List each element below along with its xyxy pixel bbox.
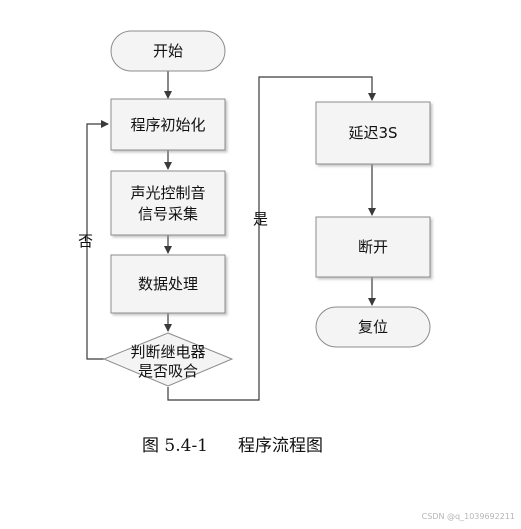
node-reset: 复位: [315, 306, 431, 348]
process-label: 数据处理: [138, 275, 198, 293]
acquire-process-box: [110, 170, 226, 236]
disconnect-process-box: [315, 216, 431, 278]
node-acquire: 声光控制音 信号采集: [110, 170, 226, 236]
delay-process-box: [315, 101, 431, 165]
edge-label-yes: 是: [253, 210, 268, 228]
node-init: 程序初始化: [110, 98, 226, 151]
node-delay: 延迟3S: [315, 101, 431, 165]
decision-label-line2: 是否吸合: [138, 362, 198, 380]
edge-label-no: 否: [78, 232, 93, 250]
reset-label: 复位: [358, 318, 388, 336]
node-disconnect: 断开: [315, 216, 431, 278]
init-process-box: [110, 98, 226, 151]
edge-decision-no-loop: [86, 120, 109, 360]
start-label: 开始: [153, 42, 183, 60]
node-process: 数据处理: [110, 254, 226, 314]
node-start: 开始: [110, 30, 226, 72]
acquire-label-line2: 信号采集: [138, 205, 198, 223]
watermark: CSDN @q_1039692211: [422, 512, 515, 521]
start-terminal-shape: [110, 30, 226, 72]
edge-decision-yes: [167, 76, 376, 401]
figure-number: 图 5.4-1: [142, 436, 208, 456]
figure-title: 程序流程图: [238, 436, 323, 456]
process-box: [110, 254, 226, 314]
disconnect-label: 断开: [358, 238, 388, 256]
init-label: 程序初始化: [130, 116, 205, 134]
acquire-label-line1: 声光控制音: [130, 184, 205, 202]
decision-diamond: [102, 332, 234, 387]
reset-terminal-shape: [315, 306, 431, 348]
node-decision: 判断继电器 是否吸合: [102, 332, 234, 387]
edges: [86, 71, 376, 401]
delay-label: 延迟3S: [348, 124, 397, 142]
decision-label-line1: 判断继电器: [130, 343, 205, 361]
